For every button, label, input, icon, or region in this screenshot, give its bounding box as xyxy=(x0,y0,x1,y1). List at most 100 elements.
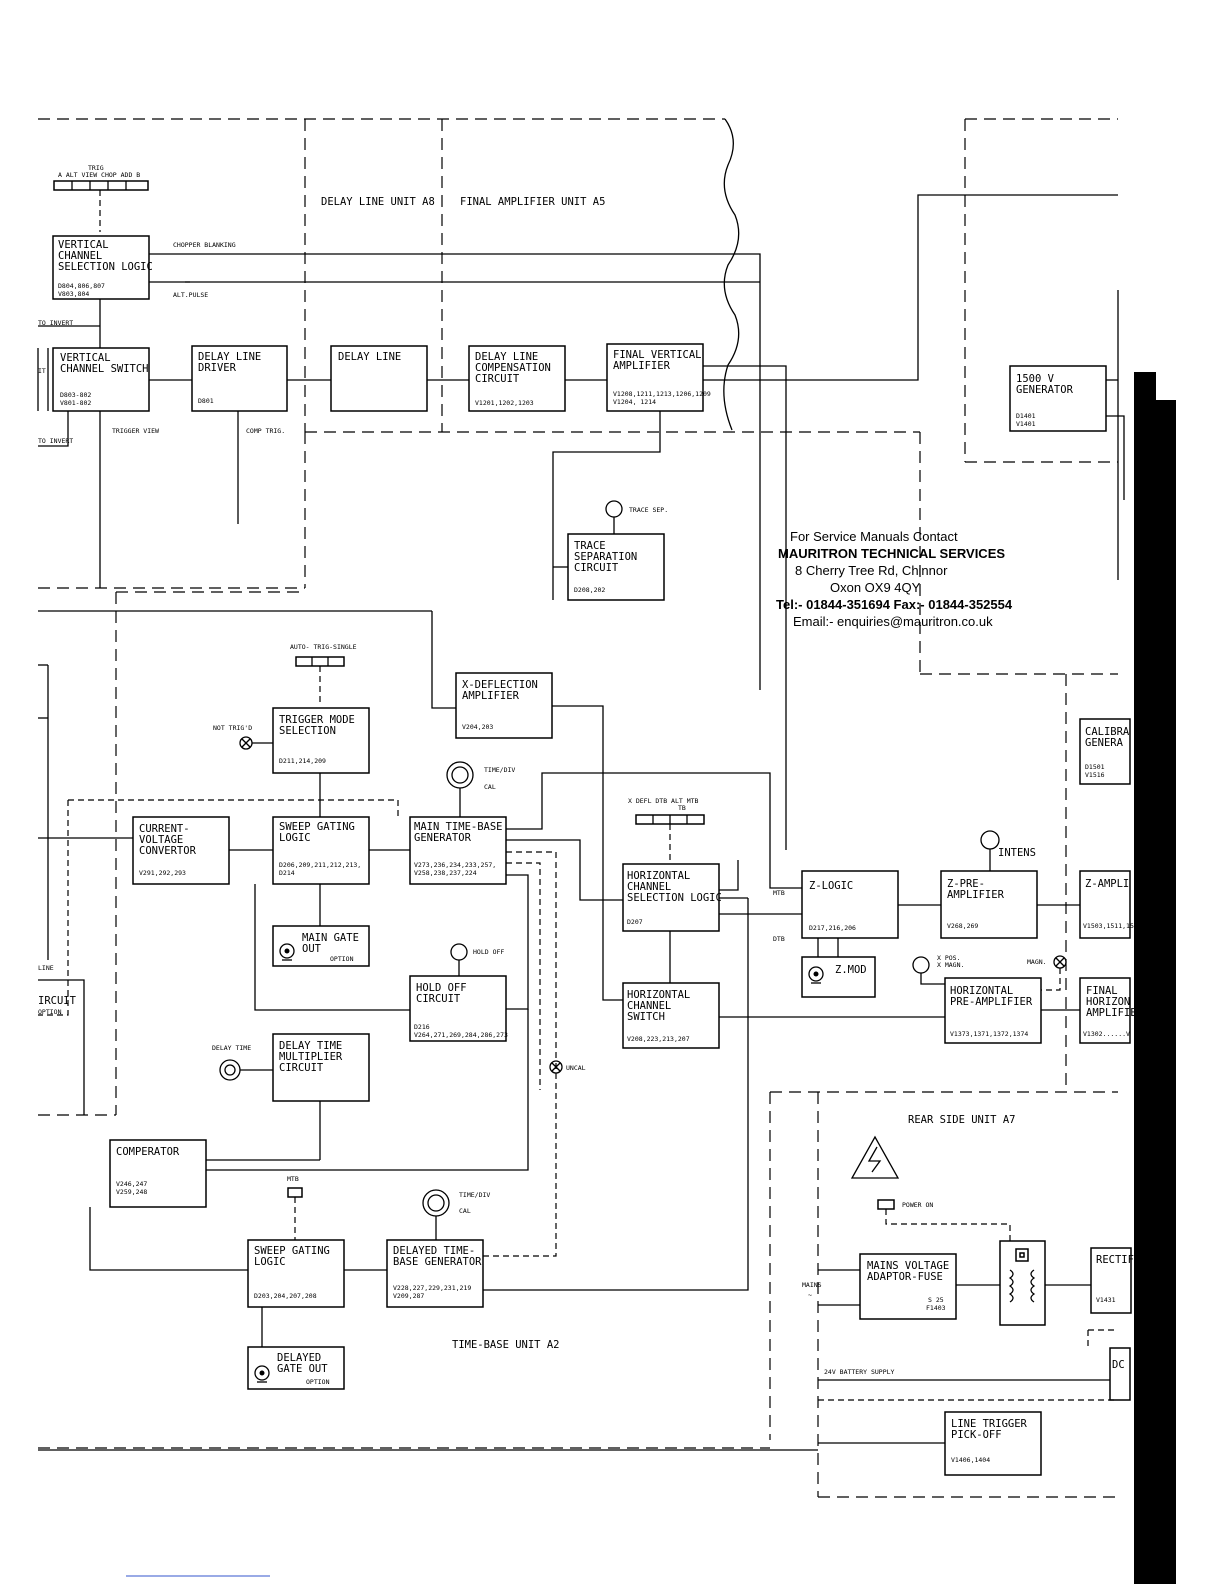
svg-text:CIRCUIT: CIRCUIT xyxy=(416,993,461,1005)
svg-text:LINE TRIGGER: LINE TRIGGER xyxy=(951,1418,1028,1430)
svg-text:COMPERATOR: COMPERATOR xyxy=(116,1146,180,1158)
svg-text:HORIZON: HORIZON xyxy=(1086,996,1130,1008)
svg-text:S 25: S 25 xyxy=(928,1296,944,1304)
svg-text:V273,236,234,233,257,: V273,236,234,233,257, xyxy=(414,861,496,869)
svg-text:OPTION: OPTION xyxy=(330,955,354,963)
svg-text:CAL: CAL xyxy=(459,1207,471,1215)
svg-text:D216: D216 xyxy=(414,1023,430,1031)
svg-text:FINAL VERTICAL: FINAL VERTICAL xyxy=(613,349,702,361)
power-on-switch[interactable]: POWER ON xyxy=(877,1199,1011,1248)
mtb-switch[interactable]: MTB xyxy=(287,1175,303,1240)
trig-selector-switch[interactable]: TRIG A ALT VIEW CHOP ADD B xyxy=(53,164,149,232)
svg-text:GENERATOR: GENERATOR xyxy=(414,832,472,844)
svg-text:Z-LOGIC: Z-LOGIC xyxy=(809,880,853,892)
x-deflection-amplifier: X-DEFLECTION AMPLIFIER V204,203 xyxy=(455,672,553,739)
svg-text:HOLD OFF: HOLD OFF xyxy=(473,948,504,956)
svg-text:V801-802: V801-802 xyxy=(60,399,91,407)
transformer xyxy=(999,1240,1046,1326)
svg-text:CURRENT-: CURRENT- xyxy=(139,823,190,835)
binding-strip-2 xyxy=(1154,400,1176,1584)
unit-a2-label: TIME-BASE UNIT A2 xyxy=(452,1339,559,1351)
hold-off-circuit: HOLD OFF CIRCUIT D216 V264,271,269,284,2… xyxy=(409,975,508,1042)
dtb-signal-label: DTB xyxy=(773,935,785,943)
mains-label: MAINS xyxy=(802,1281,822,1289)
current-voltage-convertor: CURRENT- VOLTAGE CONVERTOR V291,292,293 xyxy=(132,816,230,885)
svg-text:TB: TB xyxy=(678,804,686,812)
svg-text:V291,292,293: V291,292,293 xyxy=(139,869,186,877)
intens-control[interactable]: INTENS xyxy=(980,830,1036,871)
trigger-view-label: TRIGGER VIEW xyxy=(112,427,159,435)
svg-text:V264,271,269,284,286,273: V264,271,269,284,286,273 xyxy=(414,1031,508,1039)
time-div-knob-main[interactable]: TIME/DIV CAL xyxy=(446,761,515,817)
svg-text:OPTION: OPTION xyxy=(306,1378,330,1386)
service-manual-notice: For Service Manuals Contact MAURITRON TE… xyxy=(776,529,1013,629)
svg-text:DC: DC xyxy=(1112,1359,1125,1371)
svg-text:V1431: V1431 xyxy=(1096,1296,1116,1304)
svg-text:V208,223,213,207: V208,223,213,207 xyxy=(627,1035,690,1043)
svg-text:MAURITRON TECHNICAL SERVICES: MAURITRON TECHNICAL SERVICES xyxy=(778,546,1005,561)
svg-text:SELECTION: SELECTION xyxy=(279,725,336,737)
svg-text:HORIZONTAL: HORIZONTAL xyxy=(950,985,1013,997)
svg-text:SWITCH: SWITCH xyxy=(627,1011,665,1023)
x-defl-switch[interactable]: X DEFL DTB ALT MTB TB xyxy=(628,797,705,862)
svg-text:V1302......V: V1302......V xyxy=(1083,1030,1130,1038)
final-vertical-amplifier: FINAL VERTICAL AMPLIFIER V1208,1211,1213… xyxy=(606,343,711,412)
hold-off-control[interactable]: HOLD OFF xyxy=(450,943,504,976)
x-pos-magn-control[interactable]: X POS. X MAGN. xyxy=(912,954,964,985)
svg-text:V1406,1404: V1406,1404 xyxy=(951,1456,990,1464)
svg-text:SWEEP GATING: SWEEP GATING xyxy=(279,821,355,833)
svg-text:1500 V: 1500 V xyxy=(1016,373,1055,385)
generator-1500v: 1500 V GENERATOR D1401 V1401 xyxy=(1009,365,1107,432)
mtb-signal-label: MTB xyxy=(773,889,785,897)
main-gate-out: MAIN GATE OUT OPTION xyxy=(272,925,370,967)
svg-text:V204,203: V204,203 xyxy=(462,723,493,731)
auto-trig-single-switch[interactable]: AUTO- TRIG-SINGLE xyxy=(290,643,357,706)
delayed-time-base-generator: DELAYED TIME- BASE GENERATOR V228,227,22… xyxy=(386,1239,484,1308)
svg-text:CHANNEL: CHANNEL xyxy=(58,250,102,262)
trace-sep-control[interactable]: TRACE SEP. xyxy=(605,500,668,534)
svg-text:GENERA: GENERA xyxy=(1085,737,1124,749)
svg-text:CIRCUIT: CIRCUIT xyxy=(279,1062,324,1074)
svg-text:D206,209,211,212,213,: D206,209,211,212,213, xyxy=(279,861,361,869)
svg-text:TIME/DIV: TIME/DIV xyxy=(484,766,515,774)
svg-text:V259,248: V259,248 xyxy=(116,1188,147,1196)
vertical-channel-selection-logic: VERTICAL CHANNEL SELECTION LOGIC D804,80… xyxy=(52,235,153,300)
svg-text:D804,806,807: D804,806,807 xyxy=(58,282,105,290)
svg-text:IRCUIT: IRCUIT xyxy=(38,995,77,1007)
svg-text:MAIN TIME-BASE: MAIN TIME-BASE xyxy=(414,821,503,833)
trigger-mode-selection: TRIGGER MODE SELECTION D211,214,209 xyxy=(272,707,370,774)
delay-time-knob[interactable]: DELAY TIME xyxy=(212,1044,273,1081)
svg-text:PRE-AMPLIFIER: PRE-AMPLIFIER xyxy=(950,996,1033,1008)
svg-text:TRACE: TRACE xyxy=(574,540,606,552)
svg-text:V1516: V1516 xyxy=(1085,771,1105,779)
svg-text:V228,227,229,231,219: V228,227,229,231,219 xyxy=(393,1284,471,1292)
svg-text:Tel:- 01844-351694 Fax:- 01844: Tel:- 01844-351694 Fax:- 01844-352554 xyxy=(776,597,1013,612)
chopper-blanking-label: CHOPPER BLANKING xyxy=(173,241,236,249)
svg-text:Z-AMPLI: Z-AMPLI xyxy=(1085,878,1129,890)
svg-text:LINE: LINE xyxy=(38,964,54,972)
svg-text:CIRCUIT: CIRCUIT xyxy=(475,373,520,385)
unit-a7-label: REAR SIDE UNIT A7 xyxy=(908,1114,1015,1126)
horizontal-channel-selection-logic: HORIZONTAL CHANNEL SELECTION LOGIC D207 xyxy=(622,863,722,932)
sweep-gating-logic: SWEEP GATING LOGIC D206,209,211,212,213,… xyxy=(272,816,370,885)
svg-text:TRACE SEP.: TRACE SEP. xyxy=(629,506,668,514)
svg-text:GENERATOR: GENERATOR xyxy=(1016,384,1074,396)
svg-text:D203,204,207,208: D203,204,207,208 xyxy=(254,1292,317,1300)
z-logic: Z-LOGIC D217,216,206 xyxy=(801,870,899,939)
svg-text:OPTION: OPTION xyxy=(38,1008,62,1016)
svg-text:HOLD OFF: HOLD OFF xyxy=(416,982,467,994)
svg-text:V1201,1202,1203: V1201,1202,1203 xyxy=(475,399,534,407)
svg-text:NOT TRIG'D: NOT TRIG'D xyxy=(213,724,252,732)
svg-text:DELAY LINE: DELAY LINE xyxy=(338,351,401,363)
not-trigd-lamp: NOT TRIG'D xyxy=(213,724,273,750)
left-circuit-partial: IRCUIT OPTION LINE xyxy=(38,964,85,1115)
z-amplifier: Z-AMPLI V1503,1511,15 xyxy=(1079,870,1134,939)
svg-text:HORIZONTAL: HORIZONTAL xyxy=(627,870,690,882)
to-invert-label-1: TO INVERT xyxy=(38,319,73,327)
svg-text:DELAY TIME: DELAY TIME xyxy=(212,1044,251,1052)
svg-text:TIME/DIV: TIME/DIV xyxy=(459,1191,490,1199)
time-div-knob-delayed[interactable]: TIME/DIV CAL xyxy=(422,1189,490,1240)
svg-text:PICK-OFF: PICK-OFF xyxy=(951,1429,1002,1441)
warning-triangle-icon xyxy=(850,1135,900,1179)
